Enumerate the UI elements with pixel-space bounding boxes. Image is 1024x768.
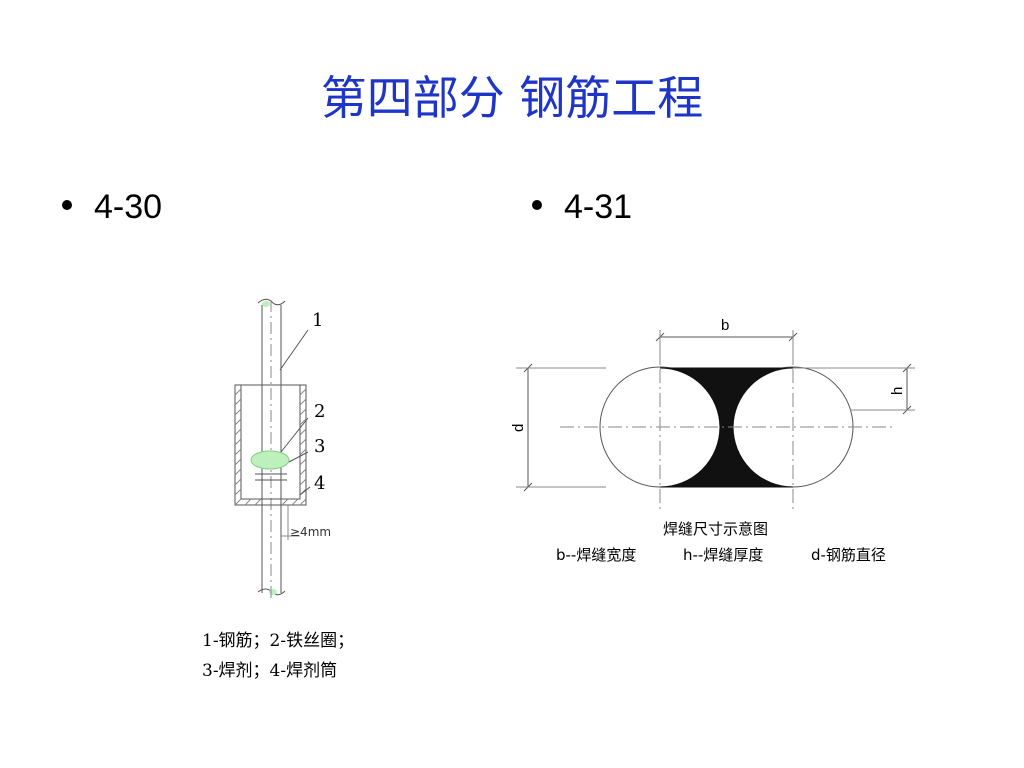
rebar-break-top bbox=[257, 298, 286, 306]
legend-b: b--焊缝宽度 bbox=[556, 546, 637, 564]
flux-cylinder-inner bbox=[240, 384, 301, 500]
leader-4 bbox=[299, 486, 311, 496]
bullet-item-4-30: 4-30 bbox=[62, 188, 162, 227]
flux-ring bbox=[250, 450, 290, 470]
leader-2 bbox=[280, 417, 309, 453]
rebar-break-mark-top bbox=[262, 301, 270, 307]
callout-4: 4 bbox=[314, 473, 325, 494]
legend-d: d-钢筋直径 bbox=[811, 546, 886, 564]
legend-h: h--焊缝厚度 bbox=[683, 546, 764, 564]
callout-3: 3 bbox=[314, 436, 325, 457]
right-caption-title: 焊缝尺寸示意图 bbox=[663, 520, 769, 538]
callout-1: 1 bbox=[312, 310, 323, 331]
dimension-label-4mm: ≥4mm bbox=[290, 525, 331, 539]
bullet-label: 4-31 bbox=[564, 188, 633, 226]
welding-diagram-left bbox=[234, 298, 311, 600]
left-caption-line2: 3-焊剂；4-焊剂筒 bbox=[202, 661, 338, 681]
bullet-dot bbox=[62, 200, 72, 211]
bullet-dot bbox=[532, 200, 542, 211]
leader-1 bbox=[279, 329, 309, 371]
weld-bead bbox=[659, 367, 794, 488]
callout-labels: 1 2 3 4 bbox=[312, 310, 325, 494]
cylinder-hatching bbox=[234, 388, 307, 506]
rebar-break-mark-bottom bbox=[269, 589, 277, 595]
weld-size-diagram-right bbox=[516, 330, 915, 510]
left-caption-line1: 1-钢筋；2-铁丝圈； bbox=[202, 631, 355, 651]
dim-h-label: h bbox=[889, 387, 906, 395]
dim-b-label: b bbox=[721, 317, 729, 334]
bullet-label: 4-30 bbox=[94, 188, 163, 226]
bullet-item-4-31: 4-31 bbox=[532, 188, 632, 227]
leader-3 bbox=[288, 451, 309, 463]
page-title: 第四部分 钢筋工程 bbox=[320, 71, 704, 125]
dim-d-label: d bbox=[510, 424, 527, 432]
callout-2: 2 bbox=[314, 401, 325, 422]
